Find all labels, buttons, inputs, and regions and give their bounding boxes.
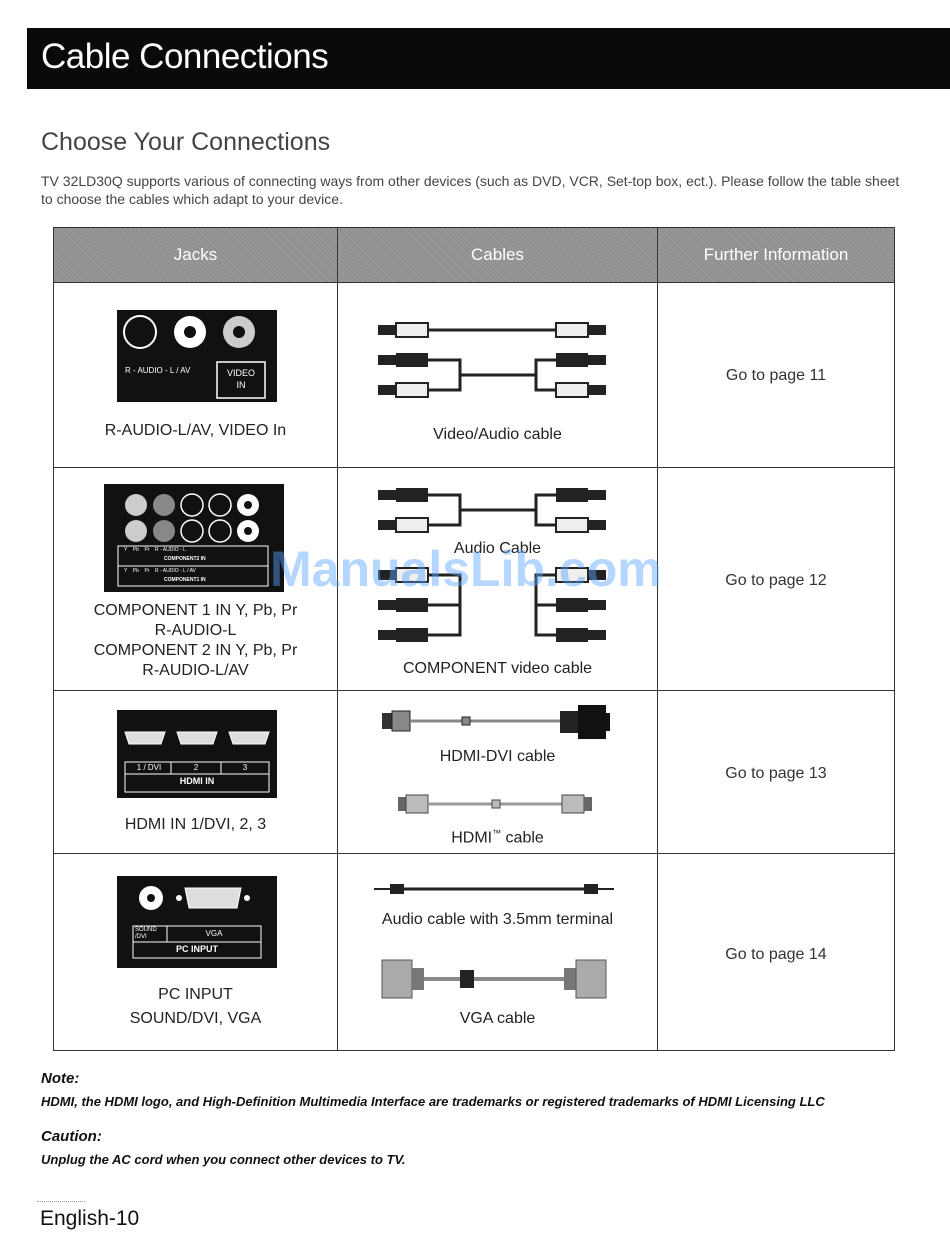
vga-cable-icon xyxy=(381,959,607,999)
footer-divider xyxy=(37,1201,85,1202)
jack-label: R-AUDIO-L/AV xyxy=(142,662,249,679)
header-cables: Cables xyxy=(337,227,658,283)
pc-ports-icon xyxy=(132,886,262,959)
panel-port3-label: 3 xyxy=(242,763,248,772)
table-row: SOUND /DVI VGA PC INPUT PC INPUT SOUND/D… xyxy=(53,853,895,1051)
panel-cols2-label: Y Pb Pr R - AUDIO - L / AV xyxy=(124,568,196,574)
hdmi-jack-panel: 1 / DVI 2 3 HDMI IN xyxy=(117,710,277,798)
section-title: Choose Your Connections xyxy=(41,128,331,156)
hdmi-label-text: HDMI xyxy=(451,829,493,847)
av-jack-panel: R - AUDIO - L / AV VIDEO IN xyxy=(117,310,277,402)
panel-sound-label: SOUND /DVI xyxy=(135,927,157,940)
table-header-row: Jacks Cables Further Information xyxy=(53,227,895,283)
connections-table: Jacks Cables Further Information R - AUD… xyxy=(53,227,895,1051)
panel-video-label-1: VIDEO xyxy=(226,368,255,378)
jack-label: COMPONENT 2 IN Y, Pb, Pr xyxy=(93,642,298,659)
pc-input-panel: SOUND /DVI VGA PC INPUT xyxy=(117,876,277,968)
panel-comp1-label: COMPONENT1 IN xyxy=(164,577,206,583)
jack-label: R-AUDIO-L xyxy=(154,622,237,639)
table-row: 1 / DVI 2 3 HDMI IN HDMI IN 1/DVI, 2, 3 … xyxy=(53,690,895,854)
rca-jacks-icon xyxy=(123,315,266,399)
intro-text: TV 32LD30Q supports various of connectin… xyxy=(41,173,900,207)
hdmi-ports-icon xyxy=(124,731,270,793)
cable-label: COMPONENT video cable xyxy=(402,660,593,677)
cable-label: Video/Audio cable xyxy=(433,426,562,443)
jack-label: HDMI IN 1/DVI, 2, 3 xyxy=(124,816,267,833)
page-reference: Go to page 14 xyxy=(725,946,827,963)
jack-label: SOUND/DVI, VGA xyxy=(129,1010,262,1027)
caution-title: Caution: xyxy=(41,1128,102,1145)
panel-pc-input-label: PC INPUT xyxy=(175,944,218,954)
hdmi-cable-icon xyxy=(398,794,592,814)
panel-vga-label: VGA xyxy=(205,929,223,938)
watermark: ManualsLib.com xyxy=(270,541,662,597)
page-reference: Go to page 11 xyxy=(725,367,827,384)
panel-comp2-label: COMPONENT2 IN xyxy=(164,556,206,562)
table-row: Y Pb Pr R - AUDIO - L COMPONENT2 IN Y Pb… xyxy=(53,467,895,691)
hdmi-logo-label: HDMI IN xyxy=(179,776,215,786)
cable-label: VGA cable xyxy=(459,1010,536,1027)
hdmi-dvi-cable-icon xyxy=(382,705,610,739)
audio-3-5mm-cable-icon xyxy=(374,884,614,894)
component-jacks-icon xyxy=(117,493,269,587)
table-row: R - AUDIO - L / AV VIDEO IN R-AUDIO-L/AV… xyxy=(53,282,895,468)
note-title: Note: xyxy=(41,1070,80,1087)
hdmi-cable-label: HDMI™ cable xyxy=(338,823,657,848)
page-title: Cable Connections xyxy=(41,37,329,76)
page-number: English-10 xyxy=(40,1207,140,1230)
component-jack-panel: Y Pb Pr R - AUDIO - L COMPONENT2 IN Y Pb… xyxy=(104,484,284,592)
jack-label: R-AUDIO-L/AV, VIDEO In xyxy=(104,422,287,439)
jack-label: PC INPUT xyxy=(158,986,233,1003)
jack-label: COMPONENT 1 IN Y, Pb, Pr xyxy=(93,602,298,619)
cable-label-text: cable xyxy=(505,829,544,847)
component-video-cable-icon xyxy=(378,567,606,642)
header-jacks: Jacks xyxy=(53,227,338,283)
cable-label: HDMI-DVI cable xyxy=(439,748,556,765)
page-reference: Go to page 12 xyxy=(725,572,827,589)
note-text: HDMI, the HDMI logo, and High-Definition… xyxy=(41,1094,825,1109)
cable-label: Audio Cable xyxy=(453,540,542,557)
header-further-information: Further Information xyxy=(657,227,895,283)
panel-audio-label: R - AUDIO - L / AV xyxy=(125,366,191,375)
trademark-mark: ™ xyxy=(492,828,502,838)
video-audio-cable-icon xyxy=(378,322,606,398)
title-banner: Cable Connections xyxy=(27,28,950,89)
panel-video-label-2: IN xyxy=(236,380,246,390)
panel-cols-label: Y Pb Pr R - AUDIO - L xyxy=(124,547,186,553)
audio-cable-icon xyxy=(378,488,606,533)
panel-port2-label: 2 xyxy=(193,763,199,772)
panel-port1-label: 1 / DVI xyxy=(136,763,162,772)
page-reference: Go to page 13 xyxy=(725,765,827,782)
caution-text: Unplug the AC cord when you connect othe… xyxy=(41,1152,406,1167)
cable-label: Audio cable with 3.5mm terminal xyxy=(381,911,614,928)
